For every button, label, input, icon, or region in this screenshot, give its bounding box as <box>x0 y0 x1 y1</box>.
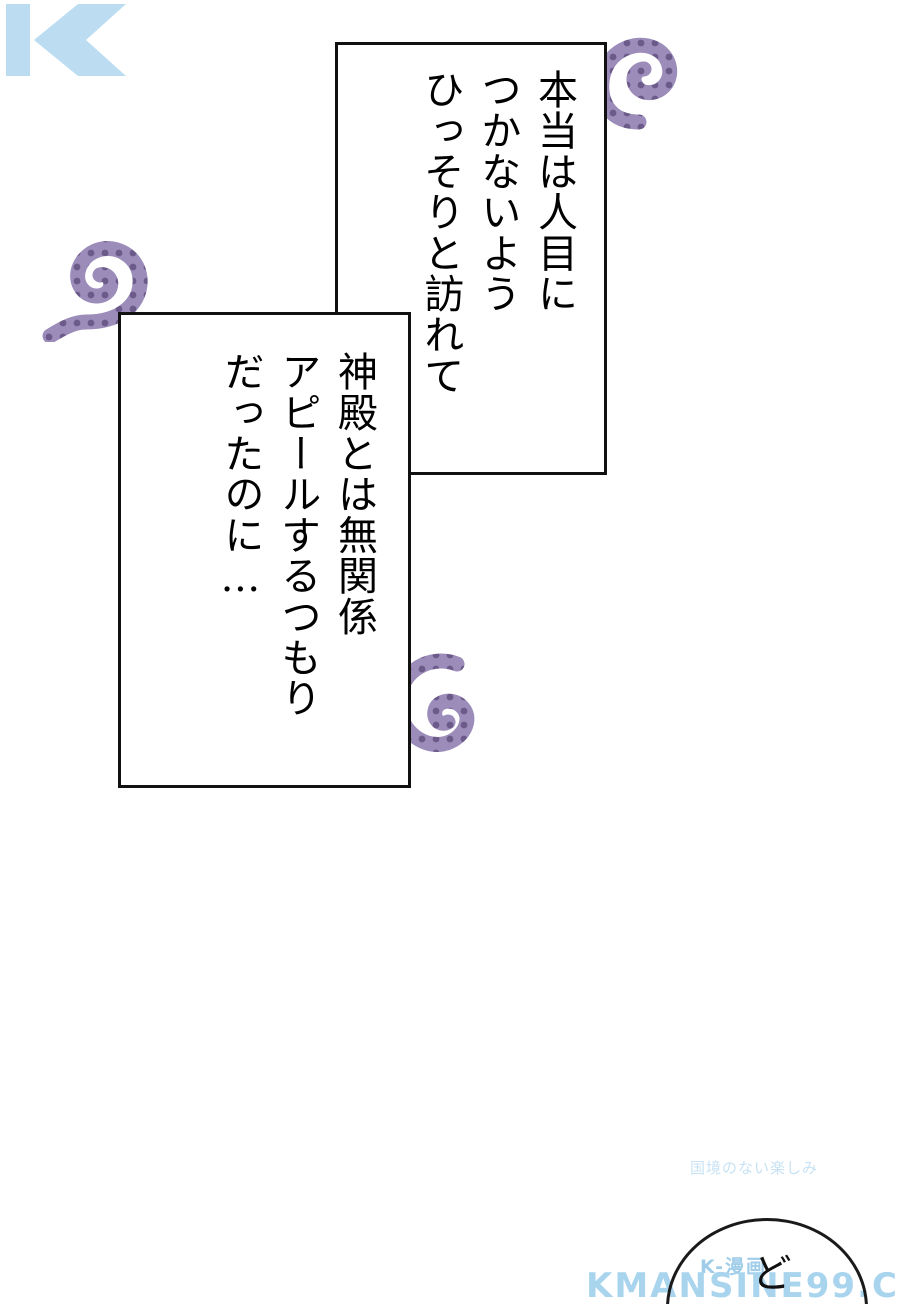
dotted-spiral-icon <box>42 241 148 342</box>
narration-box-lower: 神殿とは無関係 アピールするつもり だったのに… <box>118 312 411 788</box>
narration-text-upper: 本当は人目に つかないよう ひっそりと訪れて <box>417 69 577 396</box>
narration-box-upper: 本当は人目に つかないよう ひっそりと訪れて <box>335 42 607 475</box>
watermark-logo-icon <box>6 4 126 76</box>
narration-text-lower: 神殿とは無関係 アピールするつもり だったのに… <box>217 351 377 719</box>
watermark-tagline: 国境のない楽しみ <box>690 1159 819 1177</box>
speech-balloon-text: ど <box>745 1252 791 1292</box>
